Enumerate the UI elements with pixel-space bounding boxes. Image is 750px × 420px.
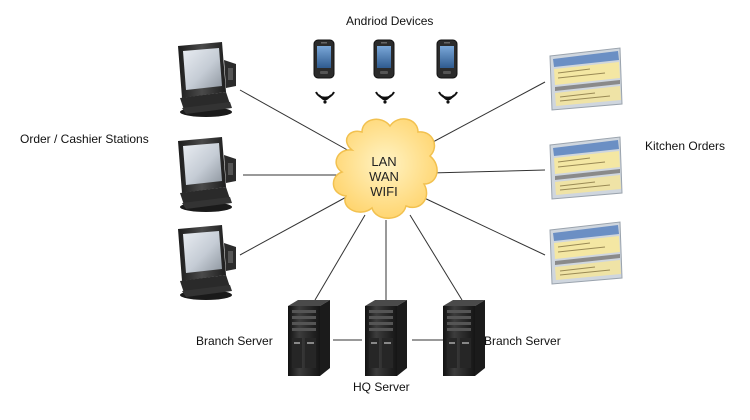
wifi-signal-icon xyxy=(315,91,335,105)
branch-server-right-label: Branch Server xyxy=(484,334,561,348)
kitchen-orders-label: Kitchen Orders xyxy=(645,139,726,153)
pos-terminal-icon xyxy=(178,42,236,117)
connector-branch-left xyxy=(314,214,366,301)
android-device-2 xyxy=(373,39,395,105)
android-phone-icon xyxy=(373,39,395,79)
connector-kitchen-2 xyxy=(429,169,546,174)
network-label: LAN WAN WIFI xyxy=(344,154,424,199)
hq-server-label: HQ Server xyxy=(353,380,410,394)
server-tower-icon xyxy=(288,300,330,376)
branch-server-left-label: Branch Server xyxy=(196,334,273,348)
connector-station-1 xyxy=(239,89,361,158)
connector-station-3 xyxy=(239,194,351,256)
connector-lines xyxy=(239,81,546,341)
order-stations-label: Order / Cashier Stations xyxy=(20,132,149,146)
kitchen-screen-icon xyxy=(549,47,623,111)
wifi-signal-icon xyxy=(438,91,458,105)
server-tower-icon xyxy=(365,300,407,376)
network-label-wifi: WIFI xyxy=(370,184,398,199)
kitchen-screen-icon xyxy=(549,136,623,200)
android-phone-icon xyxy=(313,39,335,79)
pos-terminal-icon xyxy=(178,137,236,212)
android-device-3 xyxy=(436,39,458,105)
network-label-lan: LAN xyxy=(371,154,397,169)
android-devices-label: Andriod Devices xyxy=(346,14,434,28)
pos-terminal-icon xyxy=(178,225,236,300)
wifi-signal-icon xyxy=(375,91,395,105)
kitchen-screen-icon xyxy=(549,221,623,285)
android-device-1 xyxy=(313,39,335,105)
connector-kitchen-1 xyxy=(417,81,546,151)
server-tower-icon xyxy=(443,300,485,376)
network-label-wan: WAN xyxy=(369,169,399,184)
connector-kitchen-3 xyxy=(419,195,546,256)
android-phone-icon xyxy=(436,39,458,79)
network-cloud xyxy=(332,118,438,219)
connector-branch-right xyxy=(409,214,463,301)
